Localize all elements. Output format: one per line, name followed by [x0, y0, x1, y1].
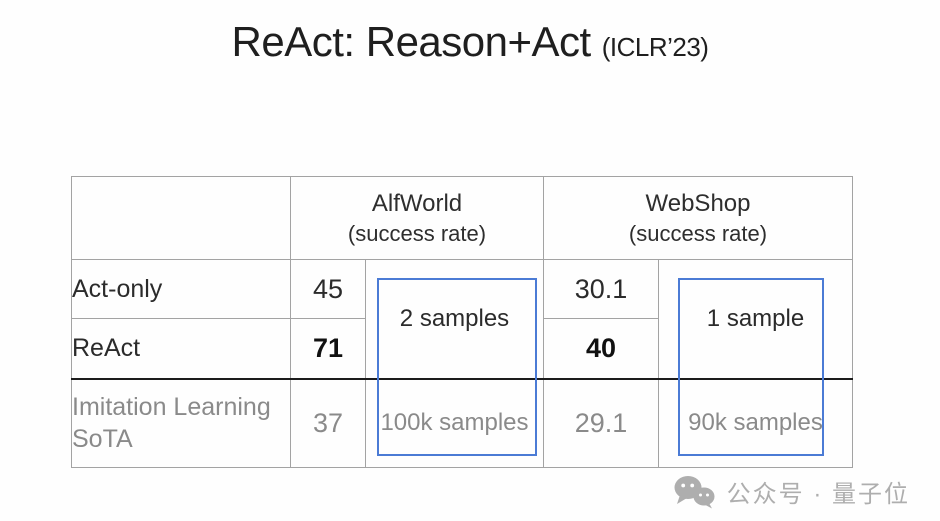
results-table: AlfWorld (success rate) WebShop (success… [71, 176, 853, 468]
slide-title: ReAct: Reason+Act (ICLR’23) [0, 18, 940, 66]
corner-cell [71, 176, 291, 260]
wechat-icon [674, 475, 715, 508]
il-alfworld-score: 37 [290, 377, 366, 468]
row-label-act-only: Act-only [71, 259, 291, 319]
webshop-header: WebShop (success rate) [543, 176, 853, 260]
table-row-react: ReAct 71 40 [71, 318, 853, 379]
il-webshop-score: 29.1 [543, 377, 659, 468]
act-only-alfworld-score: 45 [290, 259, 366, 319]
title-venue: (ICLR’23) [601, 32, 709, 62]
row-label-imitation-learning: Imitation Learning SoTA [71, 377, 291, 468]
watermark: 公众号 · 量子位 [673, 474, 910, 509]
webshop-header-name: WebShop [645, 189, 751, 217]
alfworld-header-sub: (success rate) [347, 220, 487, 246]
alfworld-header: AlfWorld (success rate) [290, 176, 544, 260]
table-row-act-only: Act-only 45 2 samples 30.1 1 sample [71, 259, 853, 379]
alfworld-header-name: AlfWorld [371, 189, 463, 217]
title-main: ReAct: Reason+Act [231, 18, 592, 65]
table-row-imitation-learning: Imitation Learning SoTA 37 100k samples … [71, 377, 853, 468]
react-alfworld-score: 71 [290, 318, 366, 379]
webshop-header-sub: (success rate) [628, 220, 768, 246]
watermark-text: 公众号 · 量子位 [726, 481, 910, 508]
act-only-webshop-score: 30.1 [543, 259, 659, 319]
row-label-react: ReAct [71, 318, 291, 379]
webshop-il-samples: 90k samples [658, 377, 853, 468]
table-header-row: AlfWorld (success rate) WebShop (success… [71, 176, 853, 260]
react-webshop-score: 40 [543, 318, 659, 379]
alfworld-fewshot-samples: 2 samples [365, 259, 544, 379]
webshop-fewshot-samples: 1 sample [658, 259, 853, 379]
results-table-wrap: AlfWorld (success rate) WebShop (success… [71, 176, 853, 468]
alfworld-il-samples: 100k samples [365, 377, 544, 468]
